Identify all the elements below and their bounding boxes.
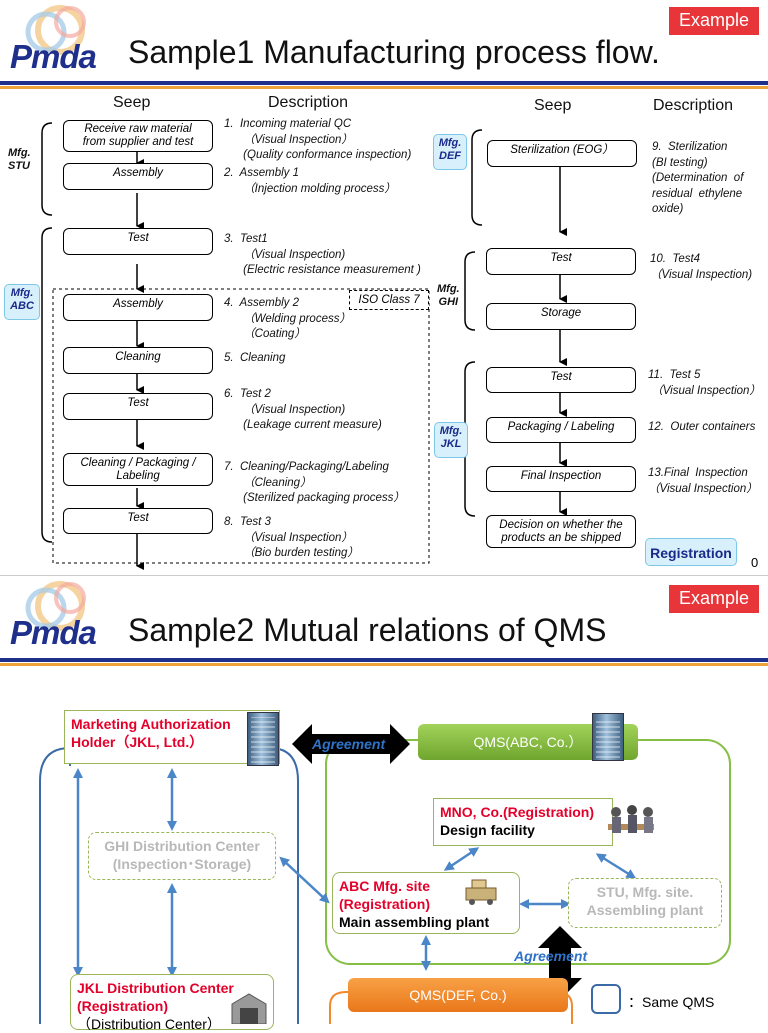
step-test-1: Test [63,228,213,255]
abc-mfg-site: ABC Mfg. site (Registration) Main assemb… [332,872,520,934]
desc-11: 11. Test 5 （Visual Inspection） [648,369,761,397]
ghi-distribution-center: GHI Distribution Center (Inspection･Stor… [88,832,276,880]
col-header-desc-right: Description [653,97,734,114]
divider-blue [0,81,768,85]
step-test-2: Test [63,393,213,420]
col-header-step-left: Seep [113,94,151,111]
mfg-stu-label: Mfg. STU [8,147,31,172]
pmda-logo: Pmda [0,0,110,80]
mno-line1: MNO, Co.(Registration) [440,804,594,820]
desc-2: 2. Assembly 1 （Injection molding process… [224,167,396,195]
step-test-3: Test [63,508,213,534]
divider-orange-2 [0,663,768,666]
legend-label: ：Same QMS [628,994,715,1010]
ghi-line2: (Inspection･Storage) [112,856,252,872]
col-header-desc-left: Description [268,94,349,111]
agreement-label-2: Agreement [514,948,588,964]
mah-line2: Holder（JKL, Ltd.） [71,734,204,750]
mno-line2: Design facility [440,822,535,838]
step-sterilization: Sterilization (EOG） [487,140,637,167]
mah-line1: Marketing Authorization [71,716,231,732]
logo-swirl-icon [25,5,86,55]
iso-class-label: ISO Class 7 [349,290,429,310]
abc-line1: ABC Mfg. site [339,878,430,894]
legend-swatch [591,984,621,1014]
page-title-2: Sample2 Mutual relations of QMS [128,612,607,648]
desc-12: 12. Outer containers [648,421,756,433]
stu-line1: STU, Mfg. site. [596,884,694,900]
flow-connectors [41,122,567,570]
desc-10: 10. Test4 （Visual Inspection) [650,253,753,281]
desc-6: 6. Test 2 （Visual Inspection) (Leakage c… [224,388,382,431]
step-receive-raw-material: Receive raw material from supplier and t… [63,120,213,152]
slide-2: Pmda Sample2 Mutual relations of QMS Exa… [0,576,768,1032]
page-title: Sample1 Manufacturing process flow. [128,34,660,70]
stu-line2: Assembling plant [586,902,704,918]
iso-class-region [52,288,430,564]
step-packaging-labeling: Packaging / Labeling [486,417,636,443]
stu-mfg-site: STU, Mfg. site. Assembling plant [568,878,722,928]
pmda-logo-2: Pmda [0,576,110,656]
registration-badge: Registration [645,538,737,566]
mfg-ghi-label: Mfg. GHI [437,283,460,308]
ghi-line1: GHI Distribution Center [104,838,260,854]
qms-def-header: QMS(DEF, Co.) [348,978,568,1012]
step-cleaning-packaging-labeling: Cleaning / Packaging / Labeling [63,453,213,486]
desc-8: 8. Test 3 （Visual Inspection） （Bio burde… [224,516,359,559]
jkl-line1: JKL Distribution Center [77,980,234,996]
logo-text: Pmda [10,38,97,75]
mfg-def-label: Mfg. DEF [433,134,467,170]
slide-separator [0,575,768,576]
step-assembly-1: Assembly [63,163,213,190]
office-building-icon-2 [592,713,624,761]
col-header-step-right: Seep [534,97,572,114]
qms-relations [39,724,731,1024]
mfg-jkl-label: Mfg. JKL [434,422,468,458]
mah-box: Marketing Authorization Holder（JKL, Ltd.… [64,710,280,764]
design-team-icon [608,805,654,833]
desc-3: 3. Test1 （Visual Inspection) (Electric r… [224,233,421,276]
example-badge-2: Example [669,585,759,613]
agreement-label-1: Agreement [312,736,386,752]
desc-5: 5. Cleaning [224,352,286,364]
warehouse-icon [231,993,267,1024]
desc-13: 13.Final Inspection （Visual Inspection） [648,467,758,495]
desc-4: 4. Assembly 2 （Welding process） （Coating… [224,297,351,340]
jkl-line2: (Registration) [77,998,168,1014]
office-building-icon [247,712,279,766]
desc-7: 7. Cleaning/Packaging/Labeling （Cleaning… [224,461,405,504]
mfg-abc-label: Mfg. ABC [4,284,40,320]
divider-orange [0,86,768,89]
logo-swirl-icon [25,581,86,631]
step-assembly-2: Assembly [63,294,213,321]
page-number: 0 [751,555,759,570]
step-cleaning: Cleaning [63,347,213,374]
divider-blue-2 [0,658,768,662]
slide-1: Pmda Sample1 Manufacturing process flow.… [0,0,768,570]
example-badge: Example [669,7,759,35]
step-shipping-decision: Decision on whether the products an be s… [486,515,636,548]
desc-9: 9. Sterilization (BI testing) (Determina… [652,141,744,215]
desc-1: 1. Incoming material QC （Visual Inspecti… [224,118,412,161]
abc-line3: Main assembling plant [339,914,490,930]
logo-text: Pmda [10,614,97,651]
step-final-inspection: Final Inspection [486,466,636,492]
assembly-machine-icon [465,879,497,905]
mno-box: MNO, Co.(Registration) Design facility [433,798,613,846]
step-test-5: Test [486,367,636,393]
step-test-4: Test [486,248,636,275]
abc-line2: (Registration) [339,896,430,912]
step-storage: Storage [486,303,636,330]
